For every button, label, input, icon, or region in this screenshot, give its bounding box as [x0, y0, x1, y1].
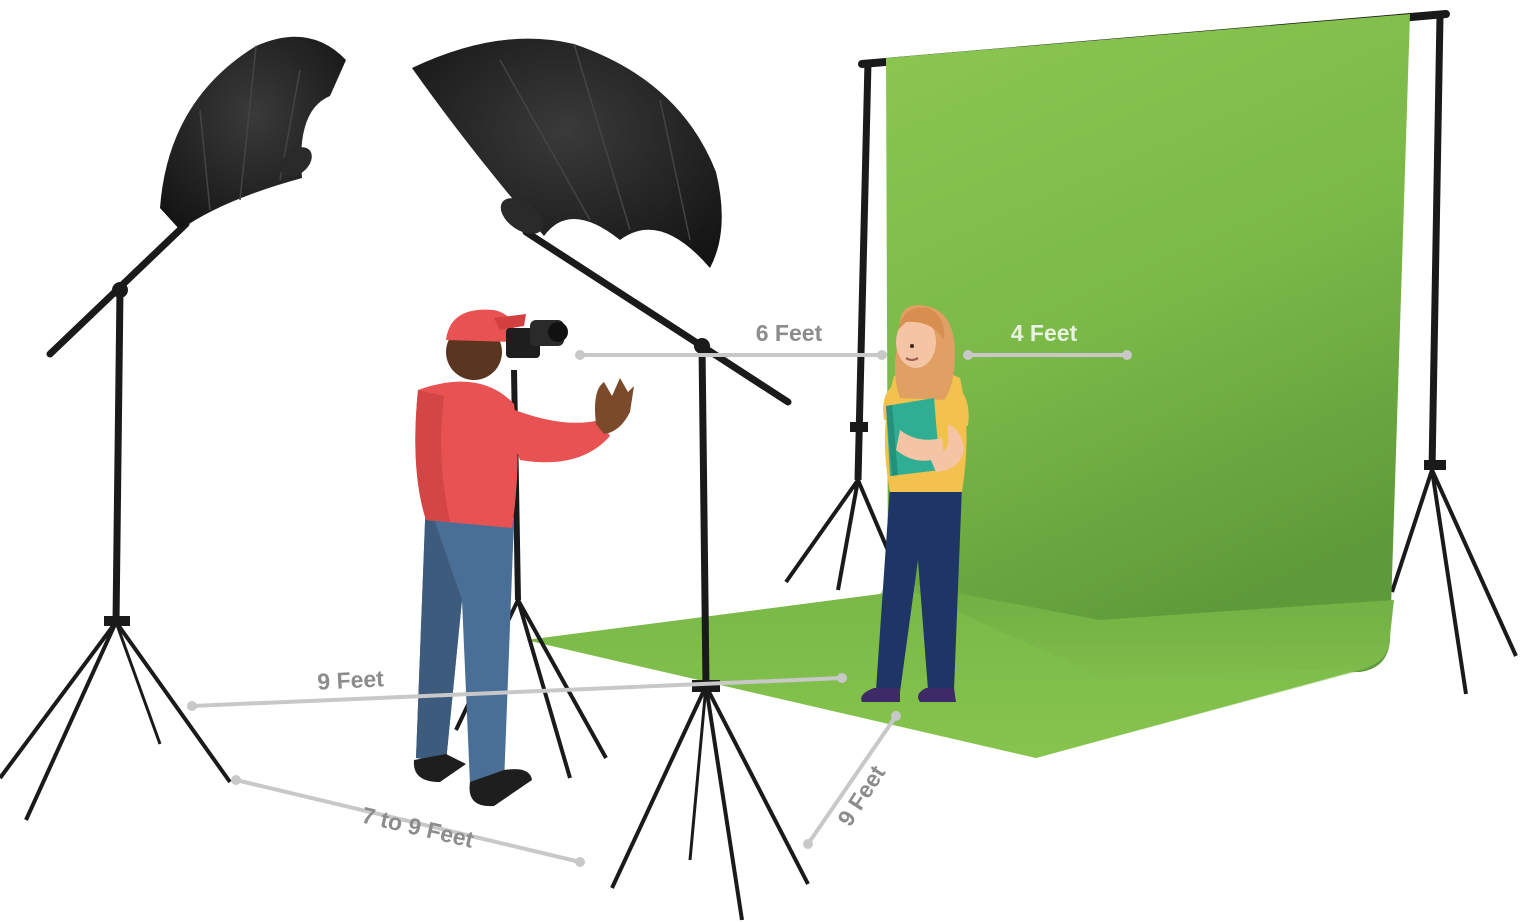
dimension-line-6ft	[575, 350, 887, 360]
label-photographer-to-subject: 6 Feet	[756, 320, 823, 346]
label-light-to-subject: 9 Feet	[317, 665, 385, 694]
photographer	[414, 310, 634, 807]
label-between-lights: 7 to 9 Feet	[359, 802, 476, 853]
label-subject-to-backdrop: 4 Feet	[1011, 320, 1078, 346]
